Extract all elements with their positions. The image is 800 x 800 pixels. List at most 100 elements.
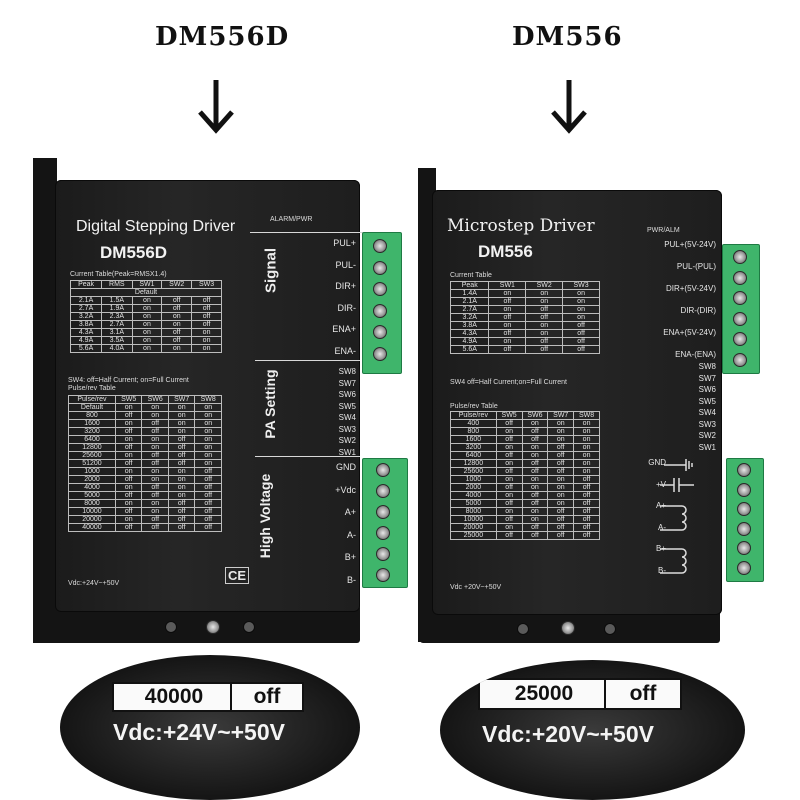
terminal-screw-icon[interactable]: [733, 332, 747, 346]
terminal-screw-icon[interactable]: [733, 291, 747, 305]
table-cell: off: [114, 507, 143, 516]
terminal-screw-icon[interactable]: [733, 352, 747, 367]
table-cell: 3.2A: [449, 313, 490, 322]
table-cell: 2.7A: [449, 305, 490, 314]
left-power-terminal-block[interactable]: [362, 458, 408, 588]
table-cell: on: [167, 475, 196, 484]
table-cell: 8000: [68, 499, 116, 508]
table-cell: on: [573, 467, 600, 476]
table-header-cell: SW5: [114, 395, 143, 404]
right-power-terminal-block[interactable]: [726, 458, 764, 582]
table-header-cell: SW8: [194, 395, 222, 404]
table-cell: off: [194, 515, 222, 524]
table-cell: 40000: [68, 523, 116, 532]
table-cell: on: [114, 451, 143, 460]
table-cell: off: [191, 312, 222, 321]
table-cell: 2.1A: [69, 296, 103, 305]
table-cell: off: [114, 427, 143, 436]
left-driver-header: Digital Stepping Driver: [76, 218, 236, 235]
table-cell: on: [194, 411, 222, 420]
table-cell: on: [131, 328, 163, 337]
coil-b-symbol-icon: [660, 548, 687, 574]
mounting-hole: [243, 621, 255, 633]
left-model-title: DM556D: [155, 22, 290, 52]
table-cell: on: [114, 467, 143, 476]
right-signal-terminal-block[interactable]: [722, 244, 760, 374]
terminal-screw-icon[interactable]: [373, 346, 387, 361]
terminal-screw-icon[interactable]: [373, 325, 387, 339]
table-cell: 6400: [450, 451, 497, 460]
terminal-screw-icon[interactable]: [737, 560, 751, 575]
table-cell: 2.1A: [449, 297, 490, 306]
table-cell: 3200: [450, 443, 497, 452]
table-cell: on: [167, 403, 196, 412]
left-zoom-vdc: Vdc:+24V~+50V: [113, 719, 285, 745]
terminal-screw-icon[interactable]: [373, 239, 387, 253]
down-arrow-icon: [198, 80, 234, 134]
power-pin-label: B-: [347, 574, 356, 585]
table-cell: 3.8A: [69, 320, 103, 329]
sw-label: SW4: [698, 408, 716, 417]
mounting-hole: [517, 623, 529, 635]
table-cell: 4.3A: [449, 329, 490, 338]
terminal-screw-icon[interactable]: [376, 526, 390, 540]
signal-pin-label: DIR+: [335, 281, 356, 291]
table-cell: on: [131, 320, 163, 329]
table-cell: on: [194, 451, 222, 460]
table-cell: 800: [450, 427, 497, 436]
terminal-screw-icon[interactable]: [373, 303, 387, 318]
terminal-screw-icon[interactable]: [376, 463, 390, 477]
terminal-screw-icon[interactable]: [737, 482, 751, 497]
terminal-screw-icon[interactable]: [737, 521, 751, 536]
table-cell: 4.9A: [69, 336, 103, 345]
table-cell: on: [194, 443, 222, 452]
terminal-screw-icon[interactable]: [737, 463, 751, 477]
table-cell: 5.6A: [69, 344, 103, 353]
table-cell: off: [573, 531, 600, 540]
ground-symbol-icon: [664, 459, 693, 471]
table-cell: on: [161, 320, 193, 329]
table-cell: off: [114, 491, 143, 500]
table-cell: on: [141, 411, 169, 420]
terminal-screw-icon[interactable]: [376, 505, 390, 519]
table-cell: on: [495, 507, 523, 516]
signal-pin-label: DIR-(DIR): [680, 306, 716, 315]
terminal-screw-icon[interactable]: [737, 502, 751, 516]
terminal-screw-icon[interactable]: [373, 260, 387, 275]
terminal-screw-icon[interactable]: [376, 547, 390, 561]
table-header-cell: SW1: [131, 280, 163, 289]
power-pin-label: GND: [648, 458, 666, 467]
table-cell: off: [114, 459, 143, 468]
table-cell: off: [562, 337, 600, 346]
table-cell: on: [141, 443, 169, 452]
terminal-screw-icon[interactable]: [376, 484, 390, 498]
sw-label: SW5: [338, 401, 356, 411]
terminal-screw-icon[interactable]: [733, 270, 747, 285]
terminal-screw-icon[interactable]: [376, 568, 390, 582]
table-cell: 5000: [450, 499, 497, 508]
terminal-screw-icon[interactable]: [373, 282, 387, 296]
table-cell: off: [547, 515, 575, 524]
table-cell: off: [194, 507, 222, 516]
divider: [255, 360, 360, 361]
table-cell: 1.4A: [449, 289, 490, 298]
table-cell: on: [141, 475, 169, 484]
terminal-screw-icon[interactable]: [733, 311, 747, 326]
table-cell: 4000: [450, 491, 497, 500]
table-cell: off: [547, 459, 575, 468]
table-cell: on: [521, 507, 549, 516]
table-cell: off: [521, 467, 549, 476]
terminal-screw-icon[interactable]: [737, 541, 751, 555]
terminal-screw-icon[interactable]: [733, 250, 747, 264]
